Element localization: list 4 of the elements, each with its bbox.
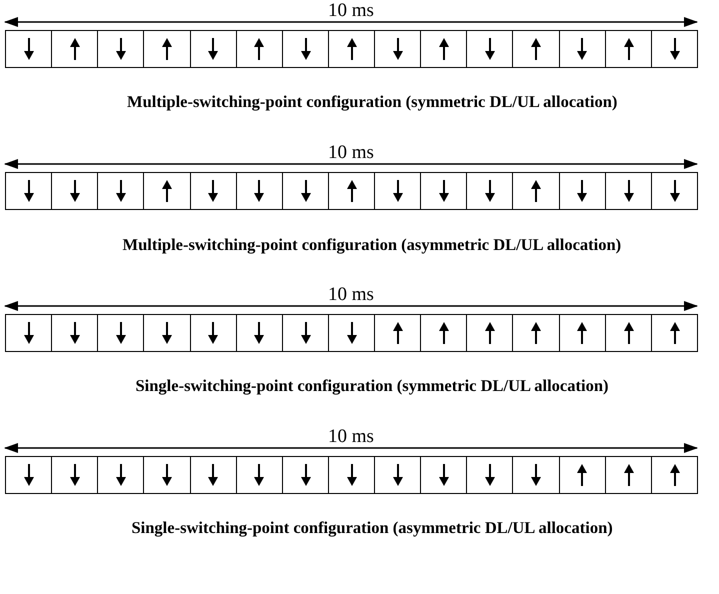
configuration-caption: Single-switching-point configuration (symmetric DL/UL allocation) xyxy=(136,376,608,396)
configuration-caption: Multiple-switching-point configuration (asymmetric DL/UL allocation) xyxy=(122,235,622,255)
configuration-caption: Single-switching-point configuration (asymmetric DL/UL allocation) xyxy=(132,518,613,538)
configuration-caption: Multiple-switching-point configuration (symmetric DL/UL allocation) xyxy=(127,92,618,112)
